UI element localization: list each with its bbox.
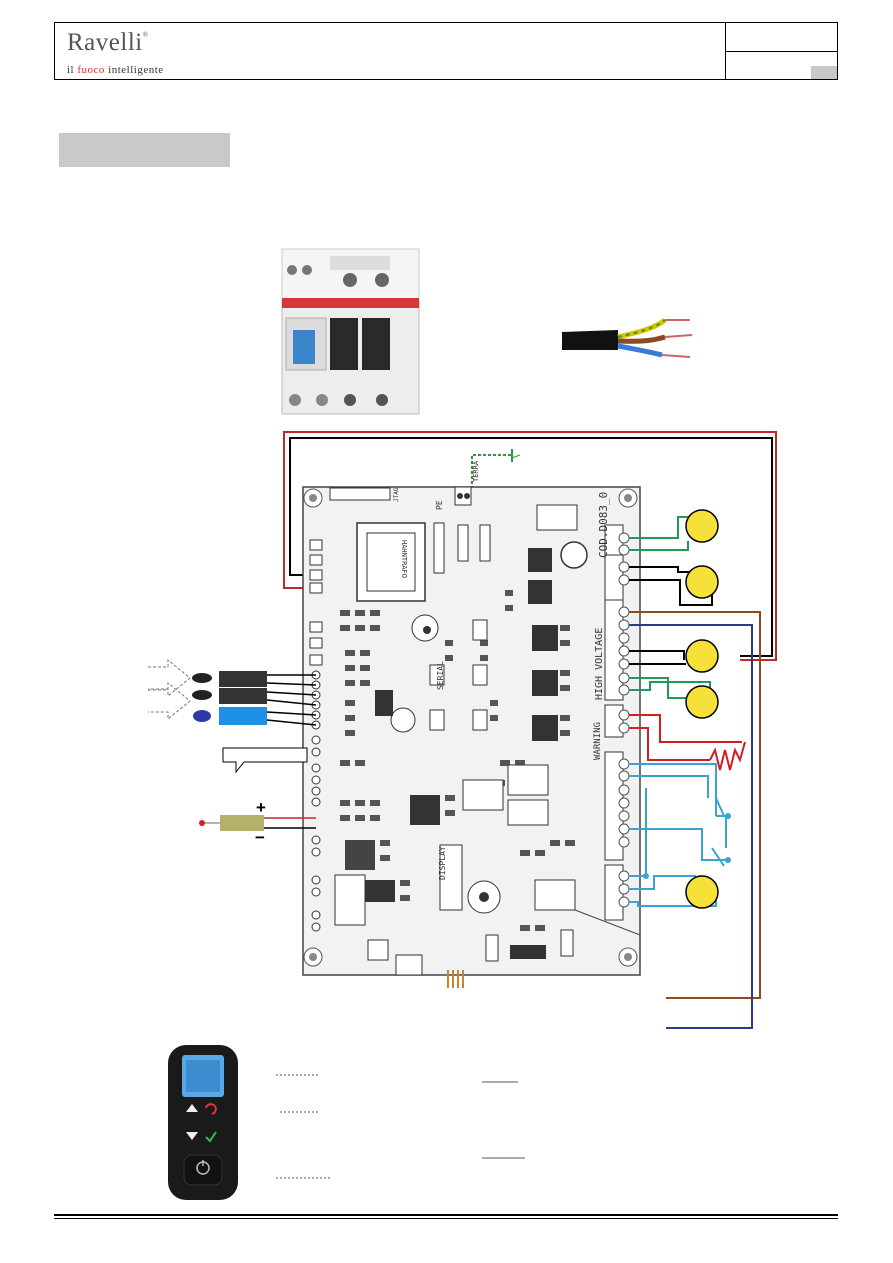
brand-logo: Ravelli® il fuoco intelligente — [67, 29, 163, 76]
motor-icon — [685, 509, 719, 909]
minus-label: − — [255, 828, 265, 847]
footer-rule-thin — [54, 1218, 838, 1219]
page-number-box — [811, 66, 837, 79]
sensor-probes — [148, 658, 317, 774]
transformer-label: HAHNTRAFO — [400, 540, 408, 578]
breaker-icon — [281, 248, 420, 415]
tagline-suffix: intelligente — [104, 64, 164, 76]
control-board — [302, 486, 641, 988]
remote-callouts — [276, 1074, 525, 1179]
warning-label: WARNING — [593, 722, 603, 760]
board-code-label: COD.D083_0 — [597, 492, 610, 558]
ground-label: TERRA — [472, 460, 480, 482]
brand-name: Ravelli — [67, 29, 143, 56]
tagline-accent: fuoco — [77, 64, 105, 76]
high-voltage-label: HIGH VOLTAGE — [594, 628, 605, 700]
remote-control-icon — [168, 1045, 238, 1200]
section-title-tab — [59, 133, 230, 167]
footer-rule — [54, 1214, 838, 1216]
thermocouple — [199, 815, 316, 831]
motor-wires-top — [629, 516, 713, 606]
display-label: DISPLAY — [438, 846, 447, 880]
jtag-label: JTAG — [393, 487, 400, 502]
page-header: Ravelli® il fuoco intelligente — [54, 22, 838, 80]
serial-label: SERIAL — [436, 661, 445, 690]
header-cell-line — [725, 51, 837, 52]
motor-wires-mid — [629, 611, 761, 1029]
supply-wires — [283, 431, 777, 661]
heater-resistor — [629, 714, 746, 771]
plus-label: + — [256, 798, 266, 817]
brand-tagline: il fuoco intelligente — [67, 64, 164, 76]
pe-label: PE — [435, 500, 444, 510]
power-cable-icon — [562, 317, 693, 358]
tagline-prefix: il — [67, 64, 78, 76]
brand-registered: ® — [142, 31, 149, 39]
